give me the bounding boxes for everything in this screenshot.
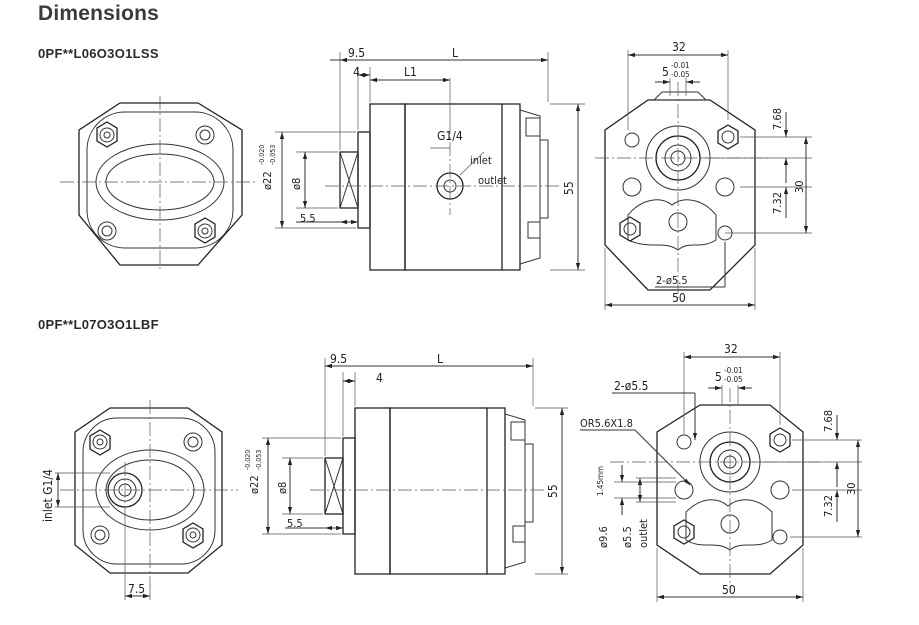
dim-7-68: 7.68 — [771, 108, 784, 130]
bolt-hex-icon — [96, 121, 118, 148]
width-50: 50 — [672, 291, 686, 305]
model1-front-view — [60, 96, 258, 272]
model1-side-view: 9.5 4 L L1 G1/4 inlet outlet 5.5 ø22 -0.… — [258, 46, 585, 271]
dim-32: 32 — [724, 342, 738, 356]
bolt-hex-icon — [182, 522, 204, 549]
bolt-hex-icon — [717, 124, 739, 150]
bolt-hex-icon — [619, 216, 641, 242]
dim-5-5: 5.5 — [300, 212, 316, 225]
bolt-hex-icon — [194, 217, 216, 244]
dim-5: 5 — [662, 65, 669, 79]
oring-label: OR5.6X1.8 — [580, 417, 633, 430]
front-port-label: inlet G1/4 — [41, 469, 55, 522]
dim-5-5: ø5.5 — [621, 526, 634, 548]
model2-front-view: 7.5 inlet G1/4 — [41, 400, 238, 600]
height-55: 55 — [562, 181, 576, 195]
dim-8: ø8 — [290, 178, 303, 190]
height-55: 55 — [546, 484, 560, 498]
shaft-tol-lower: -0.053 — [269, 145, 277, 165]
tol-lower: -0.05 — [671, 70, 690, 79]
bolt-hex-icon — [89, 429, 111, 456]
inlet-label: inlet — [470, 154, 492, 167]
model-code-1: 0PF**L06O3O1LSS — [38, 46, 159, 61]
port-label: G1/4 — [437, 129, 463, 143]
holes-label: 2-ø5.5 — [614, 379, 649, 393]
shaft-tol-upper: -0.020 — [258, 145, 266, 165]
outlet-label: outlet — [478, 174, 507, 187]
tol-upper: -0.01 — [724, 366, 743, 375]
shaft-tol-lower: -0.053 — [255, 450, 263, 470]
dim-30: 30 — [793, 180, 806, 193]
dim-4: 4 — [376, 371, 383, 385]
dim-7-5: 7.5 — [128, 582, 145, 596]
dim-7-32: 7.32 — [822, 495, 835, 517]
width-50: 50 — [722, 583, 736, 597]
dim-32: 32 — [672, 40, 686, 54]
dim-4: 4 — [353, 65, 360, 79]
bolt-hex-icon — [769, 427, 791, 453]
model2-side-view: 9.5 4 L 5.5 ø22 -0.020 -0.053 ø8 55 — [244, 352, 568, 575]
dim-1-45: 1.45mm — [596, 466, 605, 496]
dim-9-5: 9.5 — [330, 352, 347, 366]
dim-9-5: 9.5 — [348, 46, 365, 60]
dim-L: L — [452, 46, 458, 60]
holes-label: 2-ø5.5 — [656, 274, 688, 287]
tol-upper: -0.01 — [671, 61, 690, 70]
dim-L: L — [437, 352, 443, 366]
model1-rear-view: 32 5 -0.01 -0.05 2-ø5.5 50 7.68 30 7.32 — [595, 40, 812, 310]
dim-7-32: 7.32 — [771, 192, 784, 214]
page-title: Dimensions — [38, 2, 160, 25]
dim-8: ø8 — [276, 482, 289, 494]
dim-5-5: 5.5 — [287, 517, 303, 530]
model2-rear-view: 32 5 -0.01 -0.05 2-ø5.5 OR5.6X1.8 50 7.6… — [580, 342, 862, 602]
tol-lower: -0.05 — [724, 375, 743, 384]
model-code-2: 0PF**L07O3O1LBF — [38, 317, 159, 332]
dim-5: 5 — [715, 370, 722, 384]
shaft-tol-upper: -0.020 — [244, 450, 252, 470]
dim-L1: L1 — [404, 65, 417, 79]
shaft-dia: ø22 — [261, 171, 274, 190]
bolt-hex-icon — [673, 519, 695, 545]
dim-30: 30 — [845, 482, 858, 495]
dim-7-68: 7.68 — [822, 410, 835, 432]
outlet-label: outlet — [637, 519, 650, 548]
dim-9-6: ø9.6 — [597, 526, 610, 548]
shaft-dia: ø22 — [248, 475, 261, 494]
